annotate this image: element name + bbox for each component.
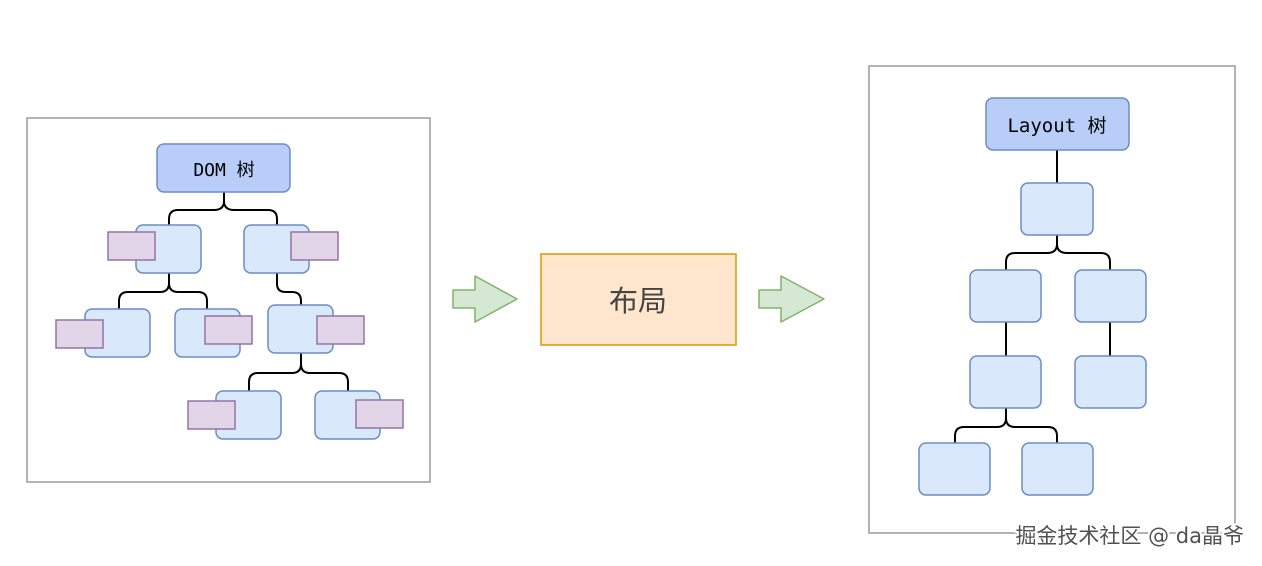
layout-tree-connectors (954, 150, 1111, 443)
dom-root-node (156, 143, 291, 193)
layout-process-box (540, 253, 737, 346)
layout-node (1021, 442, 1094, 496)
layout-node (1020, 182, 1094, 236)
dom-node-tag (107, 231, 156, 261)
layout-process-label: 布局 (609, 284, 667, 318)
flow-arrow-1 (452, 275, 518, 323)
watermark-outline: 掘金技术社区 @ da晶爷 (1015, 524, 1244, 548)
dom-connector-left (118, 273, 208, 309)
layout-root-label: Layout 树 (1007, 115, 1106, 137)
layout-node (969, 355, 1042, 409)
dom-connector-root (168, 192, 278, 225)
dom-node-tag (290, 231, 339, 261)
dom-tree-connectors (118, 192, 349, 391)
layout-connector-bottom (954, 408, 1058, 443)
dom-node-tag (55, 319, 104, 349)
dom-connector-right (276, 273, 302, 305)
layout-node (918, 442, 991, 496)
dom-root-label: DOM 树 (193, 160, 254, 181)
layout-connector-level1 (1005, 235, 1111, 270)
dom-node-tag (316, 315, 365, 345)
flow-arrow-2 (758, 275, 825, 323)
layout-node (1074, 355, 1147, 409)
dom-node-tag (187, 400, 236, 430)
layout-root-node (985, 97, 1130, 151)
layout-node (1074, 269, 1147, 323)
dom-connector-bottom (248, 353, 349, 391)
layout-node (969, 269, 1042, 323)
dom-node-tag (204, 315, 253, 345)
watermark: 掘金技术社区 @ da晶爷 (1015, 524, 1244, 548)
dom-node-tag (355, 399, 404, 429)
